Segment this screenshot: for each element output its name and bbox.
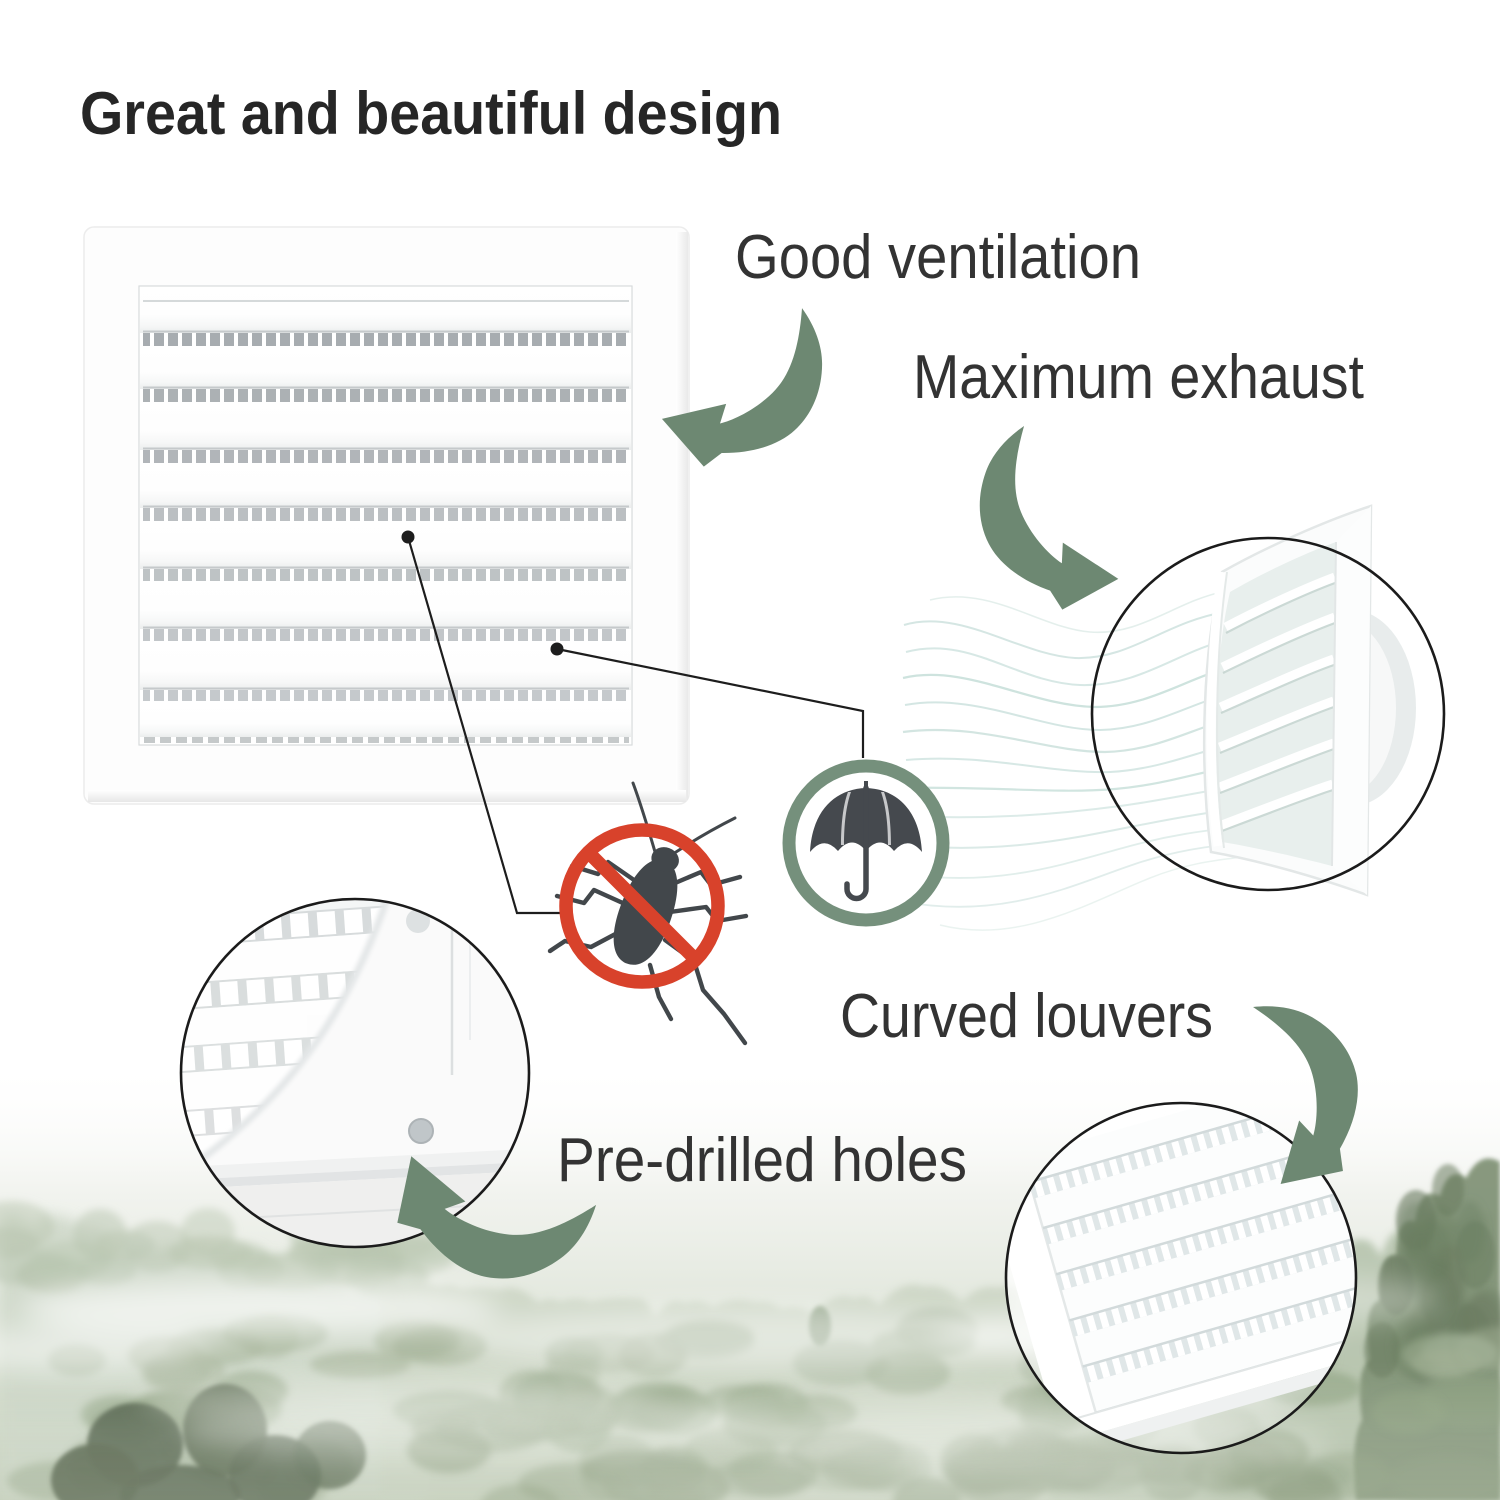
svg-text:Maximum exhaust: Maximum exhaust bbox=[913, 343, 1364, 412]
svg-text:Great and beautiful design: Great and beautiful design bbox=[80, 80, 782, 147]
svg-text:Good ventilation: Good ventilation bbox=[735, 223, 1141, 292]
svg-text:Pre-drilled holes: Pre-drilled holes bbox=[557, 1126, 967, 1195]
svg-text:Curved louvers: Curved louvers bbox=[840, 982, 1213, 1051]
